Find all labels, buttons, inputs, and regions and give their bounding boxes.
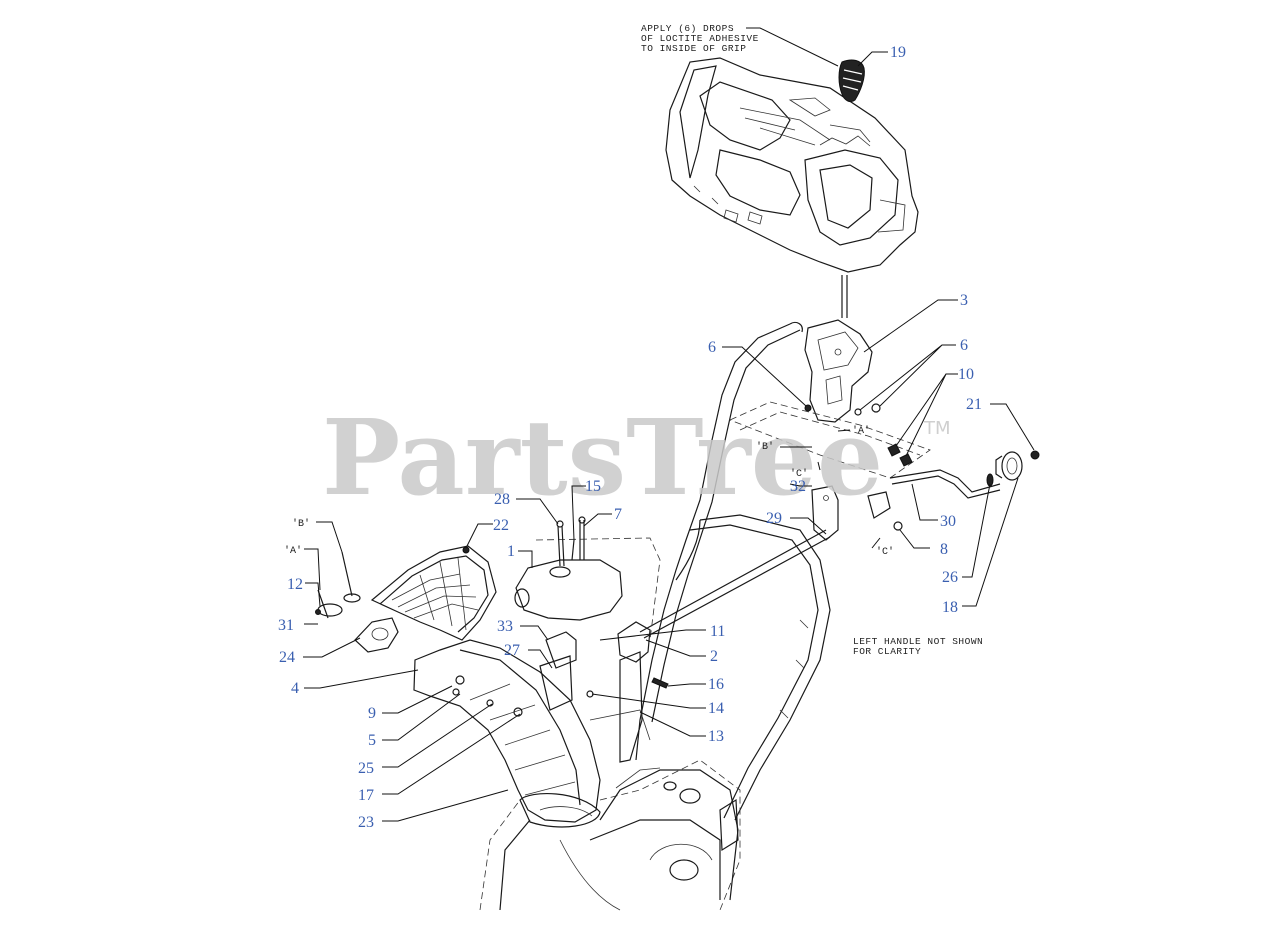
clarity-note-line-2: FOR CLARITY [853, 646, 921, 657]
callout-6-left: 6 [708, 339, 716, 356]
callout-5: 5 [368, 732, 376, 749]
callout-6-right: 6 [960, 337, 968, 354]
ref-letter-a-top: 'A' [852, 425, 870, 437]
callout-7: 7 [614, 506, 622, 523]
callout-1: 1 [507, 543, 515, 560]
ref-letter-c-bottom: 'C' [876, 546, 894, 558]
callout-18: 18 [942, 599, 958, 616]
callout-2: 2 [710, 648, 718, 665]
adhesive-note-line-3: TO INSIDE OF GRIP [641, 43, 746, 54]
callout-29: 29 [766, 510, 782, 527]
callout-22: 22 [493, 517, 509, 534]
hardware-part-6 [804, 403, 881, 416]
adhesive-note-line-1: APPLY (6) DROPS [641, 23, 734, 34]
callout-32: 32 [790, 478, 806, 495]
callout-33: 33 [497, 618, 513, 635]
nut-part-8 [893, 521, 903, 531]
watermark-trademark: TM [923, 418, 951, 439]
watermark-brand: PartsTree [322, 396, 883, 519]
callout-13: 13 [708, 728, 724, 745]
callout-9: 9 [368, 705, 376, 722]
grip-part-19 [838, 59, 865, 103]
callout-25: 25 [358, 760, 374, 777]
bolt-part-28 [556, 516, 586, 567]
shift-bracket-part-3 [804, 319, 873, 423]
leader-lines [303, 51, 1035, 822]
callout-17: 17 [358, 787, 374, 804]
callout-3: 3 [960, 292, 968, 309]
deflector-rod-part-12 [315, 551, 361, 619]
shift-cross-rod [639, 529, 831, 639]
knob-part-24 [354, 617, 399, 653]
spring-part-10 [887, 443, 913, 467]
ref-letter-c-top: 'C' [790, 468, 808, 480]
chute-deflector-part-22 [370, 545, 497, 641]
ref-letter-b-left: 'B' [292, 518, 310, 530]
cover-part-1 [514, 537, 661, 641]
callout-30: 30 [940, 513, 956, 530]
chute-bracket-part-2 [539, 621, 669, 763]
callout-28: 28 [494, 491, 510, 508]
callout-19: 19 [890, 44, 906, 61]
clarity-note: LEFT HANDLE NOT SHOWN FOR CLARITY [853, 636, 983, 657]
adhesive-note: APPLY (6) DROPS OF LOCTITE ADHESIVE TO I… [641, 23, 839, 67]
callout-26: 26 [942, 569, 958, 586]
callout-21: 21 [966, 396, 982, 413]
ref-letter-a-left: 'A' [284, 545, 302, 557]
crank-knob-part-18 [986, 450, 1040, 487]
callout-4: 4 [291, 680, 299, 697]
callout-27: 27 [504, 642, 520, 659]
discharge-chute [413, 639, 601, 828]
callout-12: 12 [287, 576, 303, 593]
bracket-plate-part-32 [811, 485, 891, 541]
adhesive-note-line-2: OF LOCTITE ADHESIVE [641, 33, 759, 44]
callout-16: 16 [708, 676, 724, 693]
callout-numbers: 19 3 6 6 10 21 30 32 29 8 26 18 28 15 7 … [278, 44, 982, 831]
callout-8: 8 [940, 541, 948, 558]
callout-10: 10 [958, 366, 974, 383]
shift-rod [841, 275, 848, 318]
callout-24: 24 [279, 649, 295, 666]
callout-14: 14 [708, 700, 724, 717]
callout-11: 11 [710, 623, 725, 640]
callout-31: 31 [278, 617, 294, 634]
callout-15: 15 [585, 478, 601, 495]
auger-housing [479, 759, 741, 911]
dashboard-console [665, 57, 919, 273]
clarity-note-line-1: LEFT HANDLE NOT SHOWN [853, 636, 983, 647]
ref-letter-b-top: 'B' [756, 441, 774, 453]
crank-rod-part-30 [889, 469, 1001, 499]
callout-23: 23 [358, 814, 374, 831]
